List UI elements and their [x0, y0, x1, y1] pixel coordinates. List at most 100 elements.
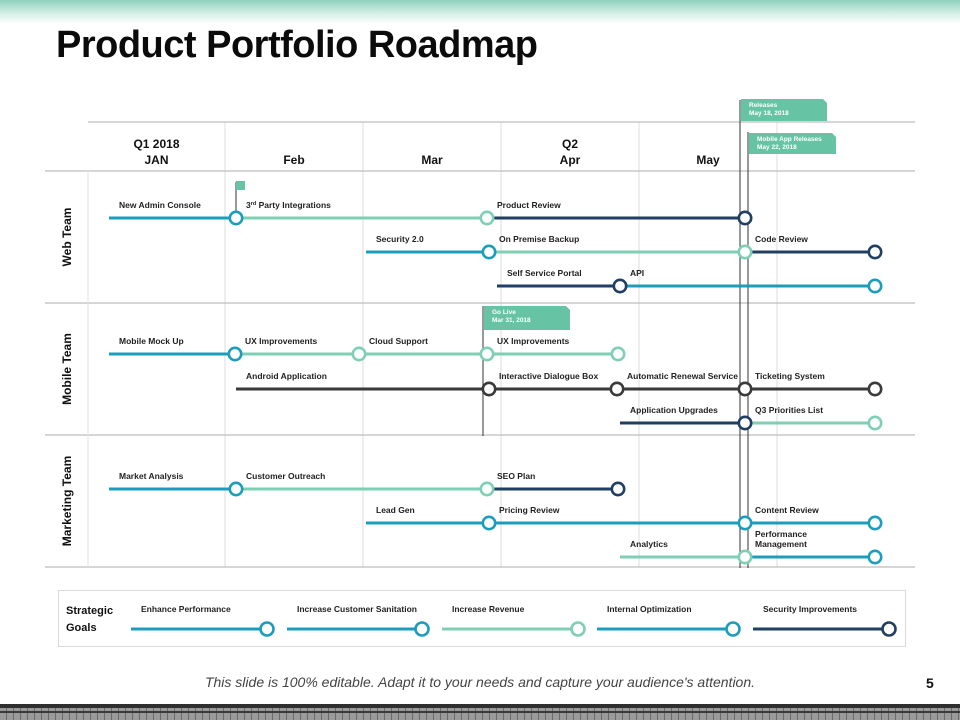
- strategic-goal: Internal Optimization: [597, 604, 741, 637]
- month-label: May: [696, 153, 720, 167]
- segment-label: Android Application: [246, 371, 327, 381]
- footer-note: This slide is 100% editable. Adapt it to…: [204, 674, 756, 690]
- strategic-goal: Security Improvements: [753, 604, 897, 637]
- segment-label: Market Analysis: [119, 471, 184, 481]
- segment-label: Management: [755, 539, 807, 549]
- segment-label: Ticketing System: [755, 371, 825, 381]
- milestone-marker: [867, 244, 883, 260]
- segment-label: Code Review: [755, 234, 808, 244]
- goal-marker: [881, 621, 897, 637]
- flag-date: May 18, 2018: [749, 110, 789, 117]
- roadmap-track: Self Service Portal API: [497, 268, 883, 294]
- flag-title: Releases: [749, 102, 778, 109]
- team-label: Mobile Team: [60, 333, 74, 405]
- roadmap-track: New Admin Console 3rd Party Integrations P…: [109, 200, 753, 226]
- goal-marker: [570, 621, 586, 637]
- goal-marker: [725, 621, 741, 637]
- milestone-marker: [737, 549, 753, 565]
- milestone-marker: [481, 515, 497, 531]
- milestone-marker: [610, 346, 626, 362]
- goal-label: Security Improvements: [763, 604, 857, 614]
- segment-label: Pricing Review: [499, 505, 560, 515]
- roadmap-track: Security 2.0 On Premise Backup Code Review: [366, 234, 883, 260]
- segment-label: API: [630, 268, 644, 278]
- segment-label: Analytics: [630, 539, 668, 549]
- segment-label: Application Upgrades: [630, 405, 718, 415]
- month-label: Feb: [283, 153, 304, 167]
- milestone-marker: [867, 415, 883, 431]
- segment-label: Automatic Renewal Service: [627, 371, 738, 381]
- milestone-marker: [481, 244, 497, 260]
- milestone-marker: [867, 278, 883, 294]
- goal-label: Enhance Performance: [141, 604, 231, 614]
- segment-label: Security 2.0: [376, 234, 424, 244]
- segment-label: Product Review: [497, 200, 561, 210]
- strategic-goal: Increase Revenue: [442, 604, 586, 637]
- flag-date: Mar 31, 2018: [492, 317, 531, 324]
- milestone-marker: [609, 381, 625, 397]
- segment-label: SEO Plan: [497, 471, 535, 481]
- page-title: Product Portfolio Roadmap: [56, 24, 538, 66]
- team-label: Marketing Team: [60, 456, 74, 546]
- milestone-marker: [479, 210, 495, 226]
- flag-date: May 22, 2018: [757, 144, 797, 151]
- strategic-goals-label: Strategic: [66, 605, 113, 617]
- milestone-marker: [612, 278, 628, 294]
- goal-marker: [259, 621, 275, 637]
- roadmap-track: Application Upgrades Q3 Priorities List: [620, 405, 883, 431]
- roadmap-track: Mobile Mock Up UX Improvements Cloud Suppo…: [109, 336, 626, 362]
- roadmap-track: Market Analysis Customer Outreach SEO Plan: [109, 471, 626, 497]
- goal-marker: [414, 621, 430, 637]
- milestone-marker: [228, 481, 244, 497]
- segment-label: 3rd Party Integrations: [246, 200, 331, 210]
- month-label: Apr: [560, 153, 581, 167]
- bottom-band: [0, 704, 960, 720]
- segment-label: Q3 Priorities List: [755, 405, 823, 415]
- segment-label: Mobile Mock Up: [119, 336, 184, 346]
- flag-shape: [749, 133, 836, 154]
- milestone-marker: [737, 244, 753, 260]
- segment-label: Self Service Portal: [507, 268, 582, 278]
- flag-title: Go Live: [492, 309, 516, 316]
- milestone-marker: [737, 515, 753, 531]
- quarter-label: Q2: [562, 137, 578, 151]
- milestone-marker: [481, 381, 497, 397]
- goal-label: Increase Customer Sanitation: [297, 604, 417, 614]
- strategic-goals-label: Goals: [66, 622, 97, 634]
- flag-shape: [484, 306, 570, 330]
- segment-label: Customer Outreach: [246, 471, 325, 481]
- milestone-marker: [867, 549, 883, 565]
- milestone-marker: [867, 381, 883, 397]
- milestone-marker: [479, 481, 495, 497]
- page-number: 5: [926, 675, 934, 691]
- strategic-goal: Enhance Performance: [131, 604, 275, 637]
- milestone-marker: [867, 515, 883, 531]
- milestone-marker: [737, 381, 753, 397]
- segment-label: New Admin Console: [119, 200, 201, 210]
- flag-shape: [741, 99, 827, 121]
- milestone-marker: [228, 210, 244, 226]
- segment-label: Performance: [755, 529, 807, 539]
- goal-label: Internal Optimization: [607, 604, 692, 614]
- goal-label: Increase Revenue: [452, 604, 525, 614]
- segment-label: Content Review: [755, 505, 819, 515]
- top-gradient-band: [0, 0, 960, 24]
- segment-label: Cloud Support: [369, 336, 428, 346]
- segment-label: On Premise Backup: [499, 234, 579, 244]
- segment-label: UX Improvements: [497, 336, 570, 346]
- strategic-goal: Increase Customer Sanitation: [287, 604, 430, 637]
- quarter-label: Q1 2018: [133, 137, 179, 151]
- milestone-marker: [479, 346, 495, 362]
- team-label: Web Team: [60, 208, 74, 267]
- segment-label: UX Improvements: [245, 336, 318, 346]
- milestone-marker: [227, 346, 243, 362]
- small-flag: [236, 181, 245, 190]
